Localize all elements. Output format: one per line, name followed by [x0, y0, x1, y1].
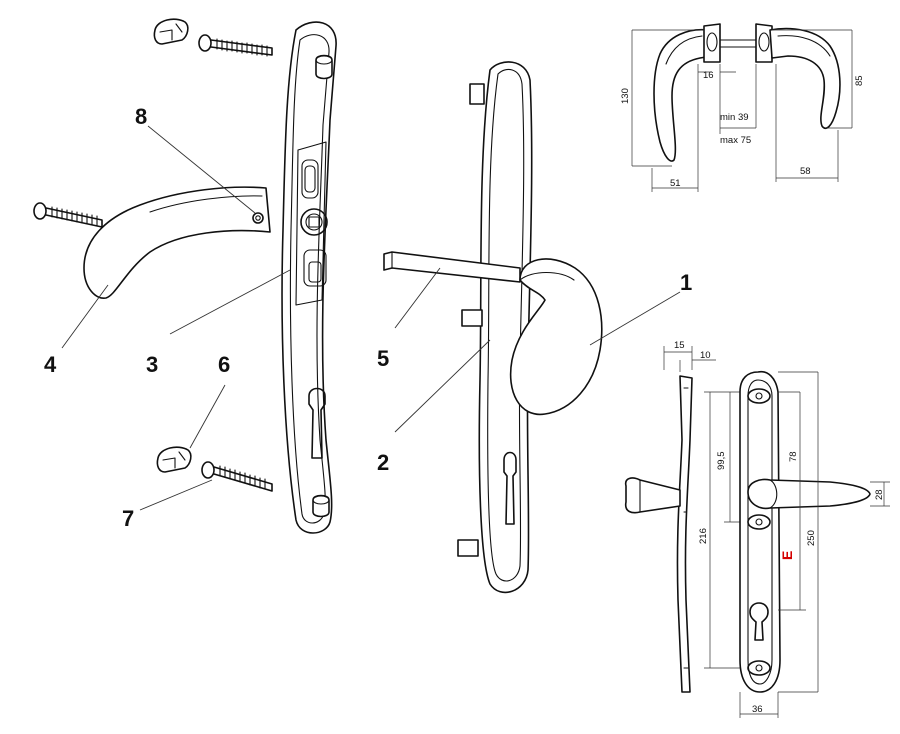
dim-36: 36 [752, 704, 763, 715]
front-plate [383, 61, 603, 594]
callout-3: 3 [146, 352, 158, 377]
screw-cap-top [153, 18, 189, 45]
callout-2: 2 [377, 450, 389, 475]
dim-216: 216 [698, 528, 709, 544]
front-view-drawing: 78 250 28 36 E [739, 370, 890, 718]
dim-15: 15 [674, 340, 685, 351]
exploded-view: 8 3 4 6 7 5 2 1 [33, 18, 692, 594]
side-view-drawing: 15 10 99,5 216 [624, 340, 760, 693]
model-mark-e: E [779, 551, 795, 560]
dim-min: min 39 [720, 112, 749, 123]
screw-top [198, 34, 273, 57]
screw-bottom [201, 461, 273, 492]
top-view-drawing: 130 85 16 min 39 max 75 51 58 [620, 23, 865, 192]
dim-85: 85 [854, 75, 865, 86]
callout-7: 7 [122, 506, 134, 531]
dim-78: 78 [788, 451, 799, 462]
dim-58: 58 [800, 166, 811, 177]
dim-10: 10 [700, 350, 711, 361]
dim-max: max 75 [720, 135, 751, 146]
lever-handle [83, 186, 271, 299]
dim-99-5: 99,5 [716, 452, 727, 471]
dim-16: 16 [703, 70, 714, 81]
screw-cap-bottom [156, 446, 192, 473]
back-plate [281, 21, 337, 534]
dim-130: 130 [620, 88, 631, 104]
callout-6: 6 [218, 352, 230, 377]
screw-left [33, 202, 103, 228]
dim-28: 28 [874, 489, 885, 500]
callout-leaders [61, 125, 681, 511]
callout-4: 4 [44, 352, 57, 377]
callout-5: 5 [377, 346, 389, 371]
dim-250: 250 [806, 530, 817, 546]
callout-8: 8 [135, 104, 147, 129]
dim-51: 51 [670, 178, 681, 189]
callout-1: 1 [680, 270, 692, 295]
